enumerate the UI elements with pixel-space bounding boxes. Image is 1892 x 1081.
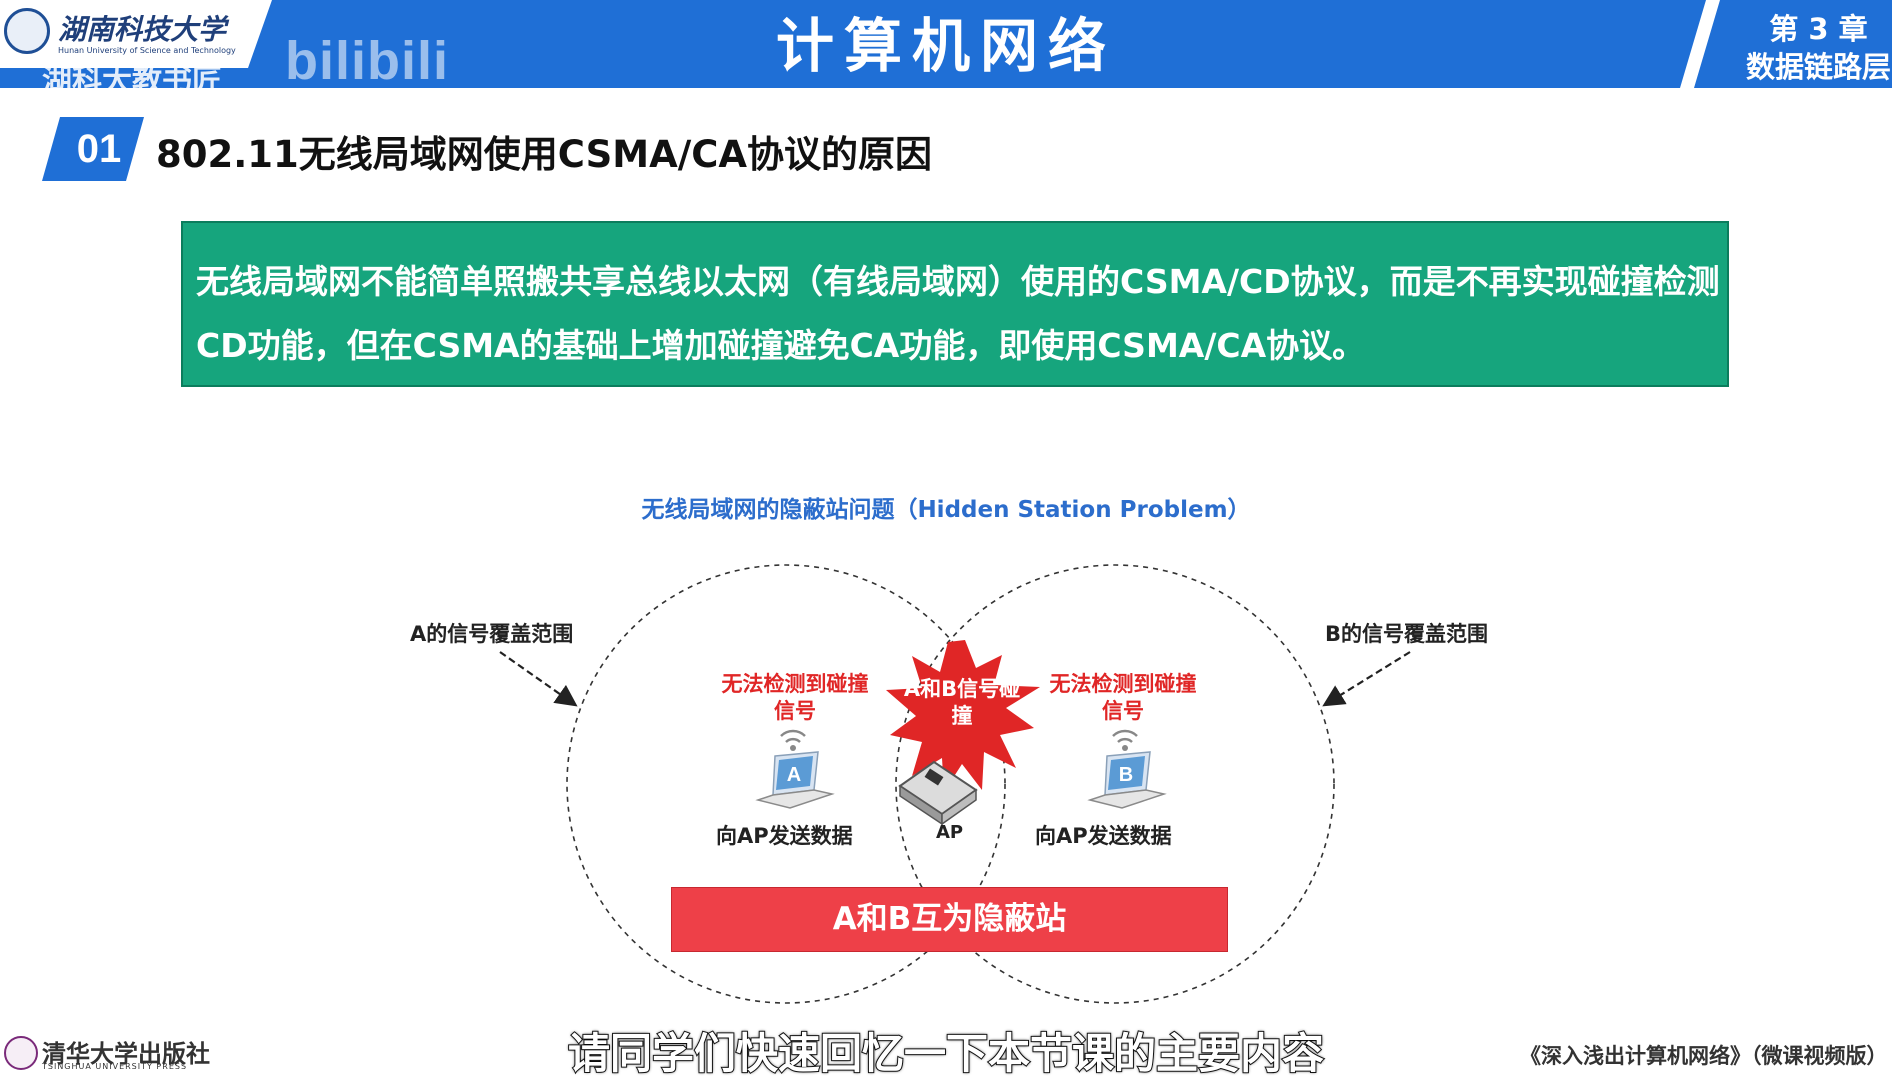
section-number: 01 [76, 127, 122, 171]
section-title: 802.11无线局域网使用CSMA/CA协议的原因 [156, 133, 933, 176]
university-logo-icon [4, 8, 50, 54]
section-number-badge [42, 117, 144, 181]
station-a-letter: A [787, 764, 801, 786]
access-point-icon [898, 760, 978, 826]
diagram-title: 无线局域网的隐蔽站问题（Hidden Station Problem） [641, 497, 1251, 523]
press-name: 清华大学出版社 [42, 1039, 210, 1068]
ap-label: AP [936, 822, 964, 843]
station-b-letter: B [1119, 764, 1133, 786]
collision-burst-icon [886, 640, 1040, 792]
station-a-action: 向AP发送数据 [716, 824, 853, 848]
press-english-name: TSINGHUA UNIVERSITY PRESS [42, 1062, 188, 1071]
laptop-b-icon: B [1087, 729, 1167, 809]
video-subtitle: 请同学们快速回忆一下本节课的主要内容 [567, 1028, 1325, 1079]
chapter-number: 第 3 章 [1769, 12, 1868, 46]
chapter-name: 数据链路层 [1745, 50, 1891, 84]
collision-label: A和B信号碰撞 [903, 677, 1021, 728]
arrow-a-range [499, 651, 578, 707]
callout-text: 无线局域网不能简单照搬共享总线以太网（有线局域网）使用的CSMA/CD协议，而是… [196, 262, 1720, 365]
callout-box [181, 221, 1729, 387]
watermark-channel-name: 湖科大教书匠 [42, 64, 222, 99]
arrow-b-range [1322, 651, 1411, 707]
laptop-a-icon: A [755, 729, 835, 809]
course-title: 计算机网络 [775, 12, 1116, 80]
coverage-range-b [895, 564, 1335, 1004]
university-name: 湖南科技大学 [58, 13, 227, 46]
hidden-station-banner [671, 887, 1228, 952]
university-english-name: Hunan University of Science and Technolo… [58, 46, 236, 55]
book-title: 《深入浅出计算机网络》（微课视频版） [1520, 1044, 1888, 1068]
station-b-action: 向AP发送数据 [1035, 824, 1172, 848]
bilibili-watermark-logo: bilibili [285, 31, 449, 91]
press-logo-icon [4, 1036, 38, 1070]
a-coverage-label: A的信号覆盖范围 [410, 622, 574, 646]
header-band [0, 0, 1892, 88]
station-b-warning: 无法检测到碰撞信号 [1049, 672, 1197, 723]
station-a-warning: 无法检测到碰撞信号 [721, 672, 869, 723]
hidden-station-banner-text: A和B互为隐蔽站 [832, 901, 1067, 937]
coverage-range-a [566, 564, 1006, 1004]
b-coverage-label: B的信号覆盖范围 [1325, 622, 1489, 646]
